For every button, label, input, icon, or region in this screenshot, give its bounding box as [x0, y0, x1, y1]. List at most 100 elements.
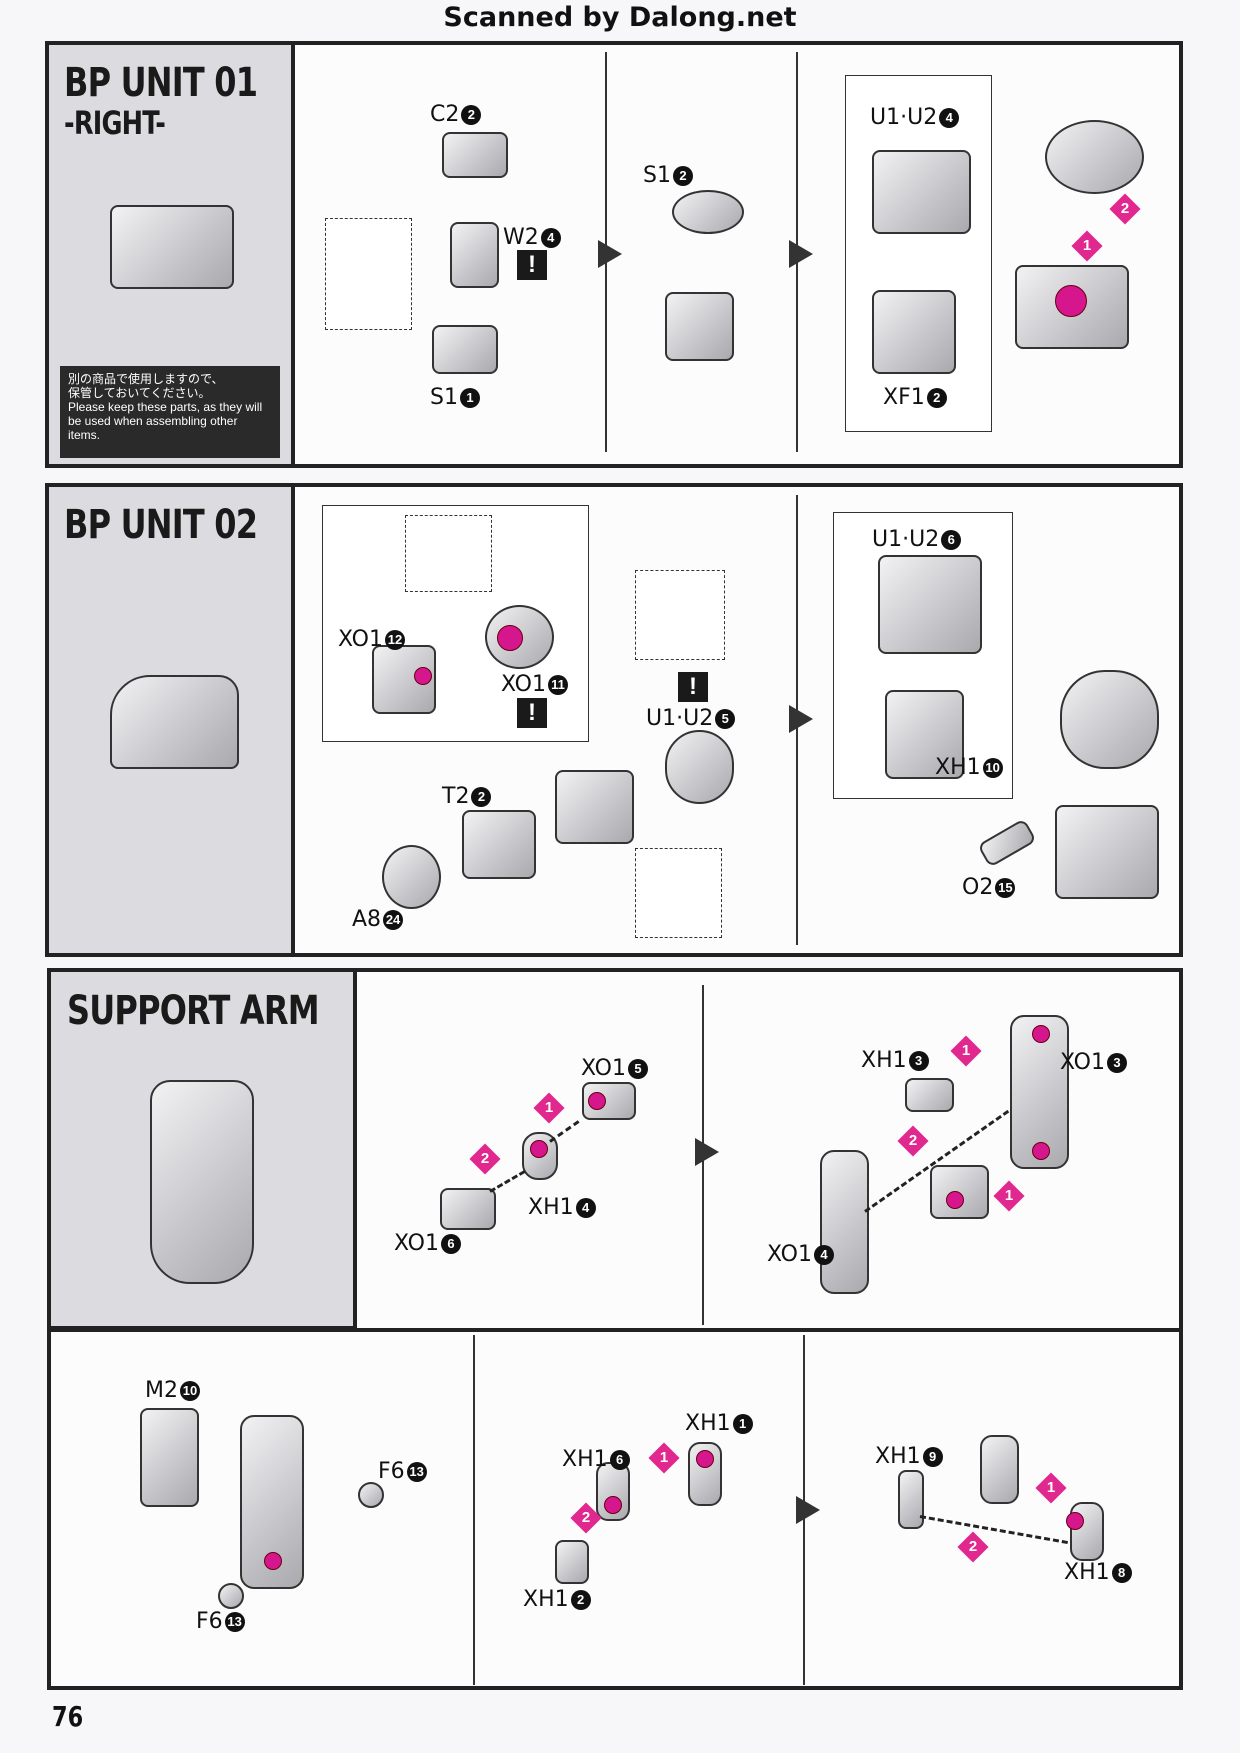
assembly-shell — [1060, 670, 1159, 769]
step-1-marker: 1 — [1071, 230, 1103, 262]
assembly-base — [1055, 805, 1159, 899]
warning-icon: ! — [517, 698, 547, 728]
step-1-marker: 1 — [993, 1180, 1025, 1212]
part-t2 — [462, 810, 536, 879]
bp-unit-01-subtitle: -RIGHT- — [64, 104, 166, 142]
step-2-marker: 2 — [957, 1531, 989, 1563]
part-c2 — [442, 132, 508, 178]
detail-inset — [405, 515, 492, 592]
step-1-marker: 1 — [533, 1092, 565, 1124]
step-1-marker: 1 — [1035, 1472, 1067, 1504]
step-1-marker: 1 — [648, 1442, 680, 1474]
part-xh1-10 — [885, 690, 964, 779]
step-2-marker: 2 — [1109, 193, 1141, 225]
part-xf1 — [872, 290, 956, 374]
completed-part-image — [150, 1080, 254, 1284]
part-xh1-3 — [905, 1078, 954, 1112]
scan-credit: Scanned by Dalong.net — [443, 2, 797, 33]
part-xh1-1 — [688, 1442, 722, 1506]
part-f6 — [358, 1482, 384, 1508]
part-xo1-6 — [440, 1188, 496, 1230]
assembly-core — [555, 770, 634, 844]
completed-part-image — [110, 205, 234, 289]
part-s1-cap — [672, 190, 744, 234]
note-jp-line2: 保管しておいてください。 — [68, 386, 211, 400]
part-u1-u2-5 — [665, 730, 734, 804]
arm-assembly — [1010, 1015, 1069, 1169]
bp-unit-01-title: BP UNIT 01 — [64, 60, 258, 106]
assembly-base — [1015, 265, 1129, 349]
step-divider — [473, 1335, 475, 1685]
arm-assembly — [980, 1435, 1019, 1504]
part-joint — [930, 1165, 989, 1219]
part-f6 — [218, 1583, 244, 1609]
arm-assembly — [240, 1415, 304, 1589]
bp-unit-02-title: BP UNIT 02 — [64, 502, 258, 548]
step-2-marker: 2 — [469, 1143, 501, 1175]
part-s1 — [432, 325, 498, 374]
part-xo1-4 — [820, 1150, 869, 1294]
part-xh1-4 — [522, 1132, 558, 1180]
part-u1-u2-6 — [878, 555, 982, 654]
step-2-marker: 2 — [570, 1502, 602, 1534]
detail-inset — [325, 218, 412, 330]
part-xo1-11 — [485, 605, 554, 669]
part-xh1-2 — [555, 1540, 589, 1584]
next-step-arrow-icon — [796, 1496, 820, 1524]
next-step-arrow-icon — [789, 705, 813, 733]
section-divider — [50, 1328, 1180, 1332]
part-xh1-6 — [596, 1462, 630, 1521]
note-jp-line1: 別の商品で使用しますので、 — [68, 372, 224, 386]
next-step-arrow-icon — [789, 240, 813, 268]
detail-inset — [635, 570, 725, 660]
assembly-top — [1045, 120, 1144, 194]
part-m2 — [140, 1408, 199, 1507]
part-xh1-9 — [898, 1470, 924, 1529]
next-step-arrow-icon — [598, 240, 622, 268]
assembly — [665, 292, 734, 361]
part-a8 — [382, 845, 441, 909]
part-xo1-5 — [582, 1082, 636, 1120]
step-2-marker: 2 — [897, 1125, 929, 1157]
support-arm-title: SUPPORT ARM — [67, 988, 320, 1034]
warning-icon: ! — [678, 672, 708, 702]
keep-parts-note: 別の商品で使用しますので、 保管しておいてください。 Please keep t… — [60, 366, 280, 458]
note-en: Please keep these parts, as they will be… — [68, 400, 263, 442]
part-xo1-12 — [372, 645, 436, 714]
part-u1-u2 — [872, 150, 971, 234]
part-xh1-8 — [1066, 1502, 1104, 1561]
warning-icon: ! — [517, 250, 547, 280]
part-w2 — [450, 222, 499, 288]
page-number: 76 — [52, 1700, 84, 1733]
detail-inset — [635, 848, 722, 938]
